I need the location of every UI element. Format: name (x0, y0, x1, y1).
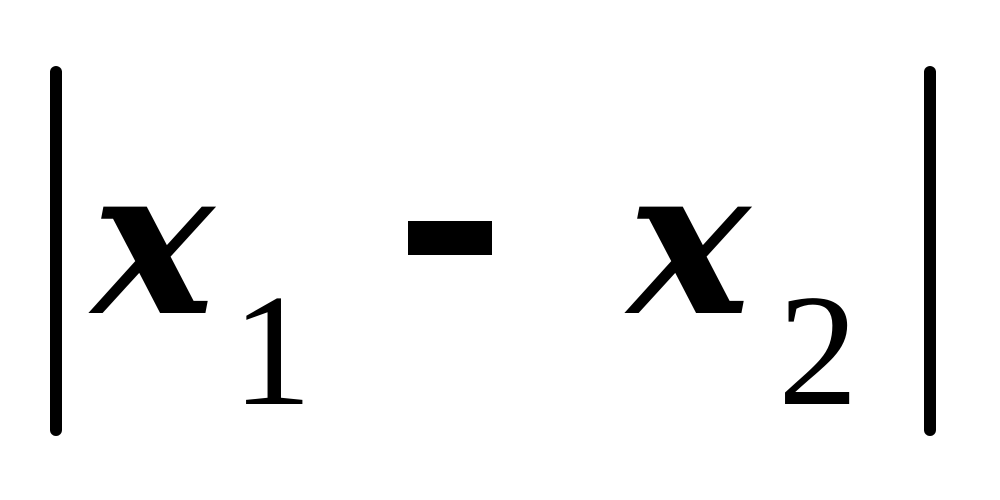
subscript-1: 1 (232, 261, 312, 439)
minus-operator (408, 221, 492, 255)
subscript-2: 2 (778, 261, 858, 439)
variable-x2: x (628, 122, 751, 362)
absolute-value-left-bar (50, 66, 62, 436)
variable-x1: x (92, 122, 215, 362)
absolute-value-right-bar (924, 66, 936, 436)
